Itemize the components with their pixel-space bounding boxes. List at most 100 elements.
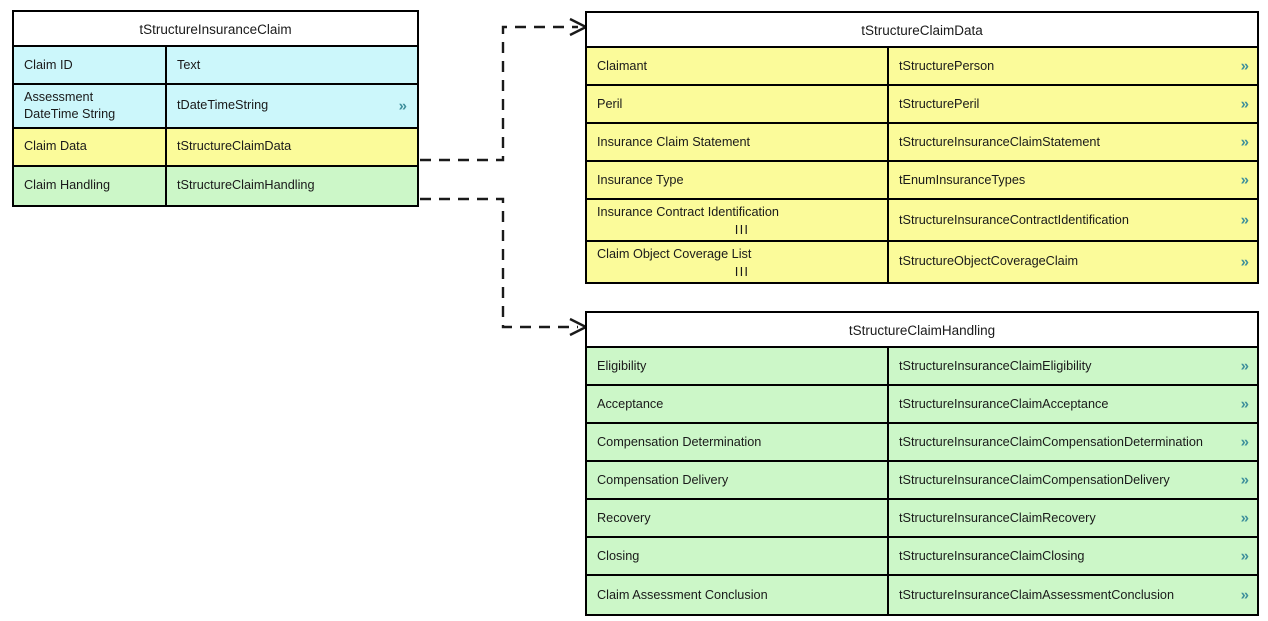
attribute-name-text: Compensation Determination xyxy=(597,434,762,449)
attribute-name-cell: Acceptance xyxy=(587,386,889,422)
attribute-type-text: tStructureInsuranceClaimStatement xyxy=(899,134,1100,149)
expand-chevron-icon[interactable]: » xyxy=(1240,171,1249,189)
attribute-type-text: tEnumInsuranceTypes xyxy=(899,172,1026,187)
attribute-row[interactable]: Acceptance tStructureInsuranceClaimAccept… xyxy=(587,386,1257,424)
expand-chevron-icon[interactable]: » xyxy=(1240,395,1249,413)
attribute-name-text: DateTime String xyxy=(24,106,116,121)
expand-chevron-icon[interactable]: » xyxy=(1240,433,1249,451)
attribute-type-cell: tStructureInsuranceClaimEligibility » xyxy=(889,348,1257,384)
attribute-name-cell: Eligibility xyxy=(587,348,889,384)
attribute-type-cell: Text xyxy=(167,47,417,83)
attribute-type-cell: tStructureInsuranceClaimCompensationDete… xyxy=(889,424,1257,460)
attribute-name-cell: Peril xyxy=(587,86,889,122)
attribute-name-text: Compensation Delivery xyxy=(597,472,729,487)
attribute-name-cell: Insurance Claim Statement xyxy=(587,124,889,160)
attribute-name-cell: Claim Data xyxy=(14,128,167,165)
attribute-type-cell: tDateTimeString» xyxy=(167,85,417,127)
attribute-type-cell: tStructureClaimHandling xyxy=(167,167,417,205)
class-title-claim-data: tStructureClaimData xyxy=(587,13,1257,48)
attribute-name-cell: Insurance Type xyxy=(587,162,889,198)
attribute-name-text: Claim ID xyxy=(24,57,73,72)
attribute-type-cell: tStructurePeril » xyxy=(889,86,1257,122)
attribute-name-cell: Compensation Determination xyxy=(587,424,889,460)
list-multiplicity-icon: III xyxy=(734,221,750,237)
attribute-type-cell: tStructureInsuranceContractIdentificatio… xyxy=(889,200,1257,240)
attribute-type-text: tStructureInsuranceContractIdentificatio… xyxy=(899,212,1129,227)
attribute-type-text: tStructureClaimHandling xyxy=(177,178,315,193)
attribute-name-cell: Compensation Delivery xyxy=(587,462,889,498)
expand-chevron-icon[interactable]: » xyxy=(1240,95,1249,113)
attribute-row[interactable]: Peril tStructurePeril » xyxy=(587,86,1257,124)
attribute-type-cell: tStructureInsuranceClaimStatement » xyxy=(889,124,1257,160)
attribute-list-claim-data: Claimant tStructurePerson » Peril tStructure… xyxy=(587,48,1257,282)
expand-chevron-icon[interactable]: » xyxy=(1240,471,1249,489)
attribute-name-cell: Claim Handling xyxy=(14,166,167,205)
attribute-type-text: tStructureInsuranceClaimEligibility xyxy=(899,358,1092,373)
attribute-row[interactable]: Compensation Delivery tStructureInsurance… xyxy=(587,462,1257,500)
attribute-name-text: Claim Object Coverage List xyxy=(597,246,752,261)
attribute-type-cell: tStructureInsuranceClaimAcceptance » xyxy=(889,386,1257,422)
attribute-name-cell: Claim ID xyxy=(14,47,167,83)
attribute-type-text: tStructureInsuranceClaimAcceptance xyxy=(899,396,1109,411)
attribute-row[interactable]: Claimant tStructurePerson » xyxy=(587,48,1257,86)
attribute-row[interactable]: Claim Data tStructureClaimData xyxy=(14,128,417,167)
attribute-type-text: tStructureInsuranceClaimRecovery xyxy=(899,510,1096,525)
attribute-name-cell: Closing xyxy=(587,538,889,574)
attribute-type-text: tStructureInsuranceClaimClosing xyxy=(899,548,1085,563)
attribute-row[interactable]: Claim ID Text xyxy=(14,47,417,85)
attribute-name-text: Peril xyxy=(597,96,623,111)
attribute-type-text: tStructureInsuranceClaimAssessmentConclu… xyxy=(899,587,1175,602)
list-multiplicity-icon: III xyxy=(734,263,750,279)
attribute-type-cell: tStructureInsuranceClaimCompensationDeli… xyxy=(889,462,1257,498)
attribute-name-text: Claim Handling xyxy=(24,178,111,193)
expand-chevron-icon[interactable]: » xyxy=(1240,357,1249,375)
attribute-name-text: Claim Assessment Conclusion xyxy=(597,587,768,602)
expand-chevron-icon[interactable]: » xyxy=(1240,586,1249,604)
attribute-name-cell: Recovery xyxy=(587,500,889,536)
connector-claim-data xyxy=(420,17,589,162)
class-box-claim-data[interactable]: tStructureClaimData Claimant tStructurePe… xyxy=(585,11,1259,284)
attribute-name-cell: Claimant xyxy=(587,48,889,84)
expand-chevron-icon[interactable]: » xyxy=(398,97,407,115)
attribute-name-text: Insurance Type xyxy=(597,172,684,187)
attribute-row[interactable]: Closing tStructureInsuranceClaimClosing » xyxy=(587,538,1257,576)
expand-chevron-icon[interactable]: » xyxy=(1240,133,1249,151)
attribute-type-text: tStructurePerson xyxy=(899,58,995,73)
attribute-type-text: tStructurePeril xyxy=(899,96,980,111)
class-title-claim-handling: tStructureClaimHandling xyxy=(587,313,1257,348)
attribute-type-cell: tStructureClaimData xyxy=(167,129,417,165)
attribute-row[interactable]: Claim Handling tStructureClaimHandling xyxy=(14,166,417,205)
attribute-row[interactable]: Compensation Determination tStructureInsu… xyxy=(587,424,1257,462)
attribute-name-text: Acceptance xyxy=(597,396,664,411)
attribute-name-text: Claimant xyxy=(597,58,648,73)
connector-claim-handling xyxy=(420,197,589,337)
attribute-row[interactable]: Insurance Type tEnumInsuranceTypes » xyxy=(587,162,1257,200)
attribute-name-text: Assessment xyxy=(24,90,94,104)
attribute-name-text: Insurance Contract Identification xyxy=(597,205,779,219)
class-title-insurance-claim: tStructureInsuranceClaim xyxy=(14,12,417,47)
expand-chevron-icon[interactable]: » xyxy=(1240,509,1249,527)
attribute-type-cell: tStructureInsuranceClaimRecovery » xyxy=(889,500,1257,536)
attribute-name-text: Claim Data xyxy=(24,139,87,154)
attribute-name-text: Insurance Claim Statement xyxy=(597,134,751,149)
attribute-type-text: tStructureInsuranceClaimCompensationDete… xyxy=(899,434,1203,449)
attribute-name-cell: Claim Assessment Conclusion xyxy=(587,576,889,614)
expand-chevron-icon[interactable]: » xyxy=(1240,211,1249,229)
attribute-row[interactable]: Insurance Claim Statement tStructureInsur… xyxy=(587,124,1257,162)
expand-chevron-icon[interactable]: » xyxy=(1240,57,1249,75)
attribute-type-cell: tStructureObjectCoverageClaim» xyxy=(889,242,1257,282)
expand-chevron-icon[interactable]: » xyxy=(1240,547,1249,565)
attribute-type-text: tStructureInsuranceClaimCompensationDeli… xyxy=(899,472,1170,487)
attribute-row[interactable]: Claim Assessment Conclusion tStructureIns… xyxy=(587,576,1257,614)
attribute-type-cell: tStructurePerson » xyxy=(889,48,1257,84)
expand-chevron-icon[interactable]: » xyxy=(1240,253,1249,271)
